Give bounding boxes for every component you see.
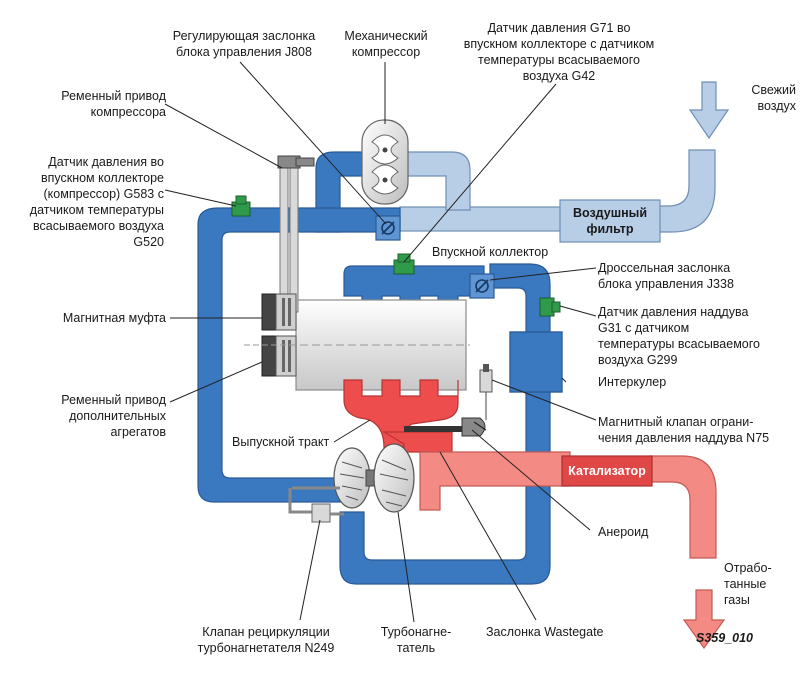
sensor-g583: [231, 195, 251, 217]
fresh-air-inlet: [657, 81, 730, 233]
air-filter-box: [559, 199, 661, 243]
label-air-filter: Воздушный фильтр: [572, 206, 648, 236]
label-g71-sensor: Датчик давления G71 во впускном коллекто…: [463, 21, 655, 83]
label-exhaust-gases: Отрабо- танные газы: [724, 561, 772, 607]
label-exhaust-tract: Выпускной тракт: [232, 435, 330, 449]
label-boost-limit-valve: Магнитный клапан ограни- чения давления …: [598, 415, 770, 445]
label-intercooler: Интеркулер: [598, 375, 667, 389]
label-wastegate: Заслонка Wastegate: [486, 625, 604, 639]
label-g583-sensor: Датчик давления во впускном коллекторе (…: [29, 155, 164, 249]
belt-drive: [244, 155, 315, 377]
turbocharger: [333, 443, 415, 513]
label-throttle-j338: Дроссельная заслонка блока управления J3…: [598, 261, 734, 291]
sensor-g31: [539, 297, 561, 317]
aneroid-n75: [404, 364, 493, 437]
label-fresh-air: Свежий воздух: [751, 83, 796, 113]
label-aneroid: Анероид: [598, 525, 649, 539]
label-recirc-valve: Клапан рециркуляции турбонагнетателя N24…: [197, 625, 335, 655]
fresh-air-arrow-icon: [688, 81, 730, 140]
label-g31-sensor: Датчик давления наддува G31 с датчиком т…: [598, 305, 760, 367]
label-belt-drive-aux: Ременный привод дополнительных агрегатов: [61, 393, 166, 439]
exhaust-arrow-icon: [682, 589, 726, 650]
label-belt-drive-compressor: Ременный привод компрессора: [61, 89, 166, 119]
catalyst-box: [561, 455, 653, 487]
label-catalyst: Катализатор: [568, 464, 646, 478]
intercooler-box: [509, 331, 563, 393]
exhaust-pipe: [419, 451, 726, 650]
throttle-j338: [469, 273, 495, 299]
recirc-valve-n249: [288, 486, 344, 523]
engine-block: [295, 299, 470, 391]
label-intake-manifold: Впускной коллектор: [432, 245, 549, 259]
label-magnetic-clutch: Магнитная муфта: [62, 311, 166, 325]
j808-flap: [375, 215, 401, 241]
label-figure-code: S359_010: [696, 631, 754, 645]
label-mech-compressor: Механический компрессор: [344, 29, 428, 59]
label-j808-flap: Регулирующая заслонка блока управления J…: [172, 29, 316, 59]
sensor-g71: [393, 253, 415, 275]
mechanical-compressor: [361, 119, 409, 205]
leader-lines: [164, 61, 597, 623]
label-turbocharger: Турбонагне- татель: [380, 625, 452, 655]
